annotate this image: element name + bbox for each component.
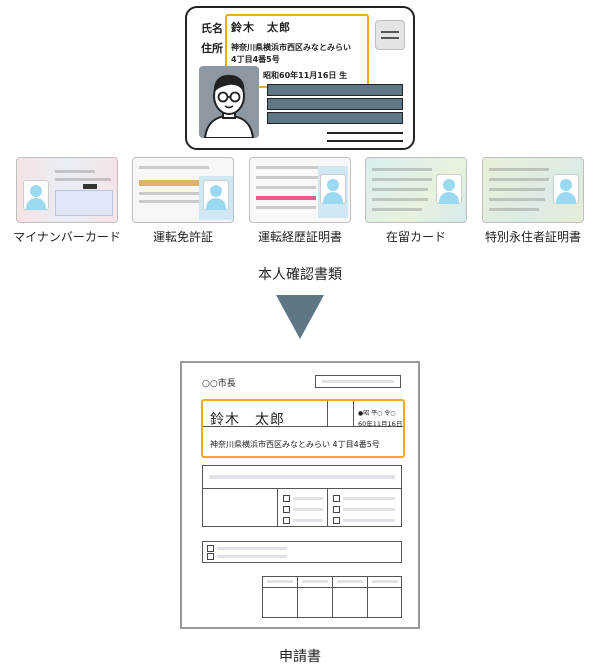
doc-label-mynumber: マイナンバーカード [13, 230, 121, 244]
doc-label-license: 運転免許証 [152, 230, 213, 244]
form-mayor-label: ○○市長 [202, 379, 236, 389]
form-era-options: ●昭 平○ 令○ [358, 410, 396, 417]
id-card-illustration: 氏名 住所 鈴木 太郎 神奈川県横浜市西区みなとみらい 4丁目4番5号 昭和60… [185, 6, 415, 150]
card-line [327, 140, 403, 142]
card-info-bar [267, 112, 403, 124]
card-info-bar [267, 98, 403, 110]
application-form-label: 申請書 [279, 649, 321, 665]
form-birth-date: 60年11月16日 [358, 420, 403, 428]
residence-card-image [365, 157, 467, 223]
driving-history-certificate-image [249, 157, 351, 223]
form-divider [353, 401, 354, 426]
name-label: 氏名 [201, 22, 223, 35]
card-chip-icon [375, 20, 405, 50]
person-portrait-icon [199, 66, 259, 138]
card-name-value: 鈴木 太郎 [231, 21, 291, 34]
card-address-line1: 神奈川県横浜市西区みなとみらい [231, 43, 351, 52]
form-section [202, 541, 402, 563]
address-label: 住所 [201, 42, 223, 55]
down-arrow-icon [276, 295, 324, 339]
doc-label-residence: 在留カード [385, 230, 446, 244]
doc-label-driving-history: 運転経歴証明書 [257, 230, 342, 244]
form-section [202, 465, 402, 527]
mynumber-card-image [16, 157, 118, 223]
card-line [327, 132, 403, 134]
form-table [262, 576, 402, 618]
form-divider [327, 401, 328, 426]
application-form-illustration: ○○市長 鈴木 太郎 ●昭 平○ 令○ 60年11月16日 神奈川県横浜市西区み… [180, 361, 420, 629]
card-info-bar [267, 84, 403, 96]
form-divider [203, 426, 403, 427]
drivers-license-image [132, 157, 234, 223]
identity-documents-label: 本人確認書類 [258, 267, 342, 283]
doc-label-permanent-resident: 特別永住者証明書 [484, 230, 581, 244]
permanent-resident-certificate-image [482, 157, 584, 223]
form-name-value: 鈴木 太郎 [210, 412, 285, 428]
card-address-line2: 4丁目4番5号 [231, 55, 280, 64]
card-birth-date: 昭和60年11月16日 生 [263, 71, 348, 80]
form-highlight-box [201, 399, 405, 458]
form-address-value: 神奈川県横浜市西区みなとみらい 4丁目4番5号 [210, 440, 380, 449]
form-top-box [315, 375, 401, 388]
